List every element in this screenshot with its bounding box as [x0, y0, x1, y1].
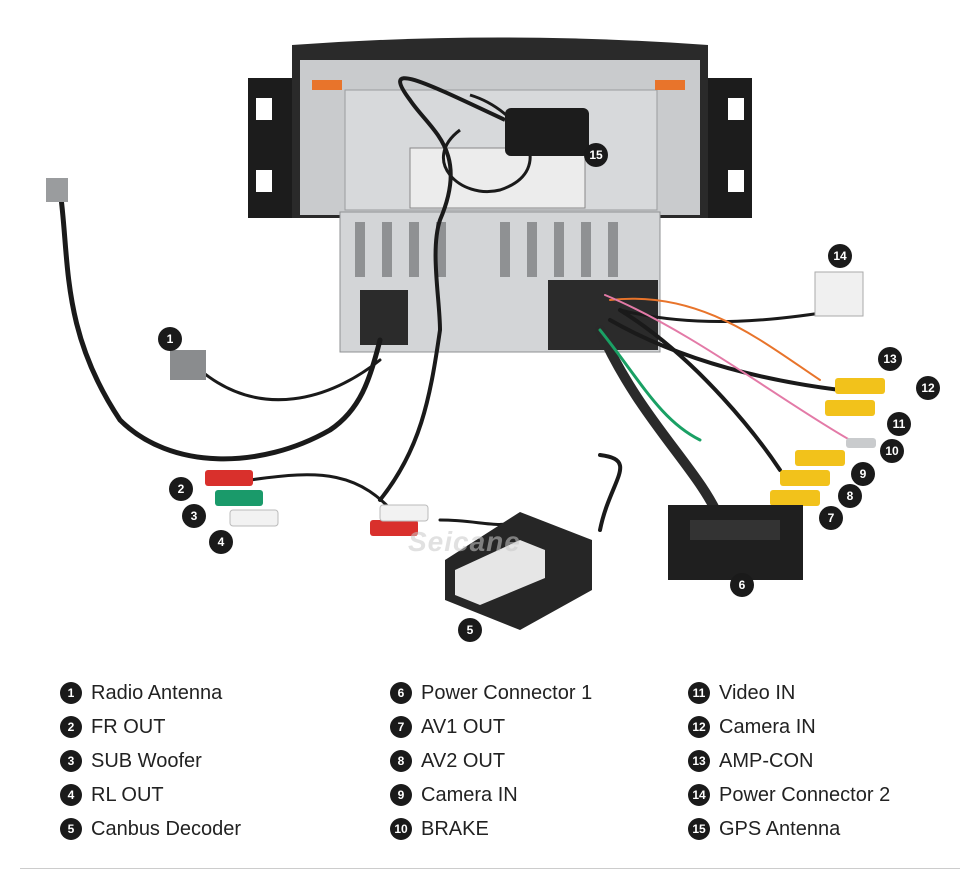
mounting-bracket-right	[700, 78, 752, 218]
legend-number: 3	[60, 750, 82, 772]
legend-item: 3 SUB Woofer	[60, 744, 241, 778]
legend-label: GPS Antenna	[719, 817, 841, 840]
callout-6: 6	[730, 573, 754, 597]
callout-1: 1	[158, 327, 182, 351]
legend-number: 12	[688, 716, 710, 738]
legend-number: 5	[60, 818, 82, 840]
rca-plugs-right	[770, 378, 885, 506]
legend-item: 13 AMP-CON	[688, 744, 890, 778]
callout-8: 8	[838, 484, 862, 508]
legend-number: 8	[390, 750, 412, 772]
legend-label: Camera IN	[421, 783, 518, 806]
legend-item: 7 AV1 OUT	[390, 710, 592, 744]
legend-item: 9 Camera IN	[390, 778, 592, 812]
legend-label: Radio Antenna	[91, 681, 223, 704]
legend-number: 15	[688, 818, 710, 840]
legend-number: 13	[688, 750, 710, 772]
callout-14: 14	[828, 244, 852, 268]
legend-item: 12 Camera IN	[688, 710, 890, 744]
callout-2: 2	[169, 477, 193, 501]
callout-15: 15	[584, 143, 608, 167]
legend-item: 1 Radio Antenna	[60, 676, 241, 710]
callout-13: 13	[878, 347, 902, 371]
callout-12: 12	[916, 376, 940, 400]
legend-item: 14 Power Connector 2	[688, 778, 890, 812]
callout-10: 10	[880, 439, 904, 463]
legend-item: 5 Canbus Decoder	[60, 812, 241, 846]
legend-item: 8 AV2 OUT	[390, 744, 592, 778]
legend-label: Power Connector 1	[421, 681, 593, 704]
head-unit-chassis	[292, 37, 708, 353]
product-photo	[46, 37, 885, 630]
legend-number: 4	[60, 784, 82, 806]
legend-number: 6	[390, 682, 412, 704]
power-connector-1	[668, 505, 803, 580]
legend-number: 7	[390, 716, 412, 738]
legend-item: 15 GPS Antenna	[688, 812, 890, 846]
legend-number: 1	[60, 682, 82, 704]
callout-7: 7	[819, 506, 843, 530]
canbus-decoder	[445, 512, 592, 630]
radio-antenna-plug	[46, 178, 206, 380]
legend-column-1: 1 Radio Antenna 2 FR OUT 3 SUB Woofer 4 RL O…	[60, 676, 241, 846]
watermark: Seicane	[408, 526, 521, 557]
legend-label: FR OUT	[91, 715, 166, 738]
legend-label: Canbus Decoder	[91, 817, 242, 840]
rca-plugs-left	[205, 470, 429, 536]
legend-item: 4 RL OUT	[60, 778, 241, 812]
legend-item: 2 FR OUT	[60, 710, 241, 744]
legend-column-2: 6 Power Connector 1 7 AV1 OUT 8 AV2 OUT 9 Ca…	[390, 676, 592, 846]
legend-label: Video IN	[719, 681, 796, 704]
legend-label: AV2 OUT	[421, 749, 506, 772]
callout-9: 9	[851, 462, 875, 486]
legend-label: AV1 OUT	[421, 715, 506, 738]
legend-label: BRAKE	[421, 817, 489, 840]
callout-3: 3	[182, 504, 206, 528]
legend-item: 10 BRAKE	[390, 812, 592, 846]
power-connector-2	[814, 271, 864, 317]
legend-label: AMP-CON	[719, 749, 814, 772]
legend-number: 11	[688, 682, 710, 704]
legend-label: SUB Woofer	[91, 749, 202, 772]
legend-label: RL OUT	[91, 783, 164, 806]
legend-column-3: 11 Video IN 12 Camera IN 13 AMP-CON 14 Power…	[688, 676, 890, 846]
bottom-divider	[20, 868, 960, 869]
callout-5: 5	[458, 618, 482, 642]
legend-label: Camera IN	[719, 715, 816, 738]
legend-item: 11 Video IN	[688, 676, 890, 710]
legend-label: Power Connector 2	[719, 783, 891, 806]
legend-number: 2	[60, 716, 82, 738]
legend-number: 9	[390, 784, 412, 806]
callout-11: 11	[887, 412, 911, 436]
legend-number: 10	[390, 818, 412, 840]
gps-antenna	[398, 76, 589, 331]
legend-number: 14	[688, 784, 710, 806]
callout-4: 4	[209, 530, 233, 554]
mounting-bracket-left	[248, 78, 300, 218]
legend-item: 6 Power Connector 1	[390, 676, 592, 710]
